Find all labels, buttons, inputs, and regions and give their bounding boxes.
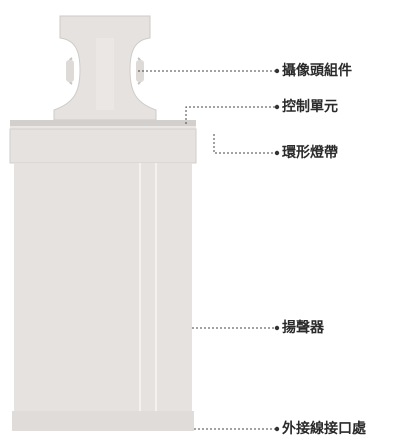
leader-dot-control <box>274 104 280 110</box>
label-light-ring: 環形燈帶 <box>282 145 338 161</box>
label-camera-assembly: 攝像頭組件 <box>282 63 352 79</box>
control-unit <box>10 120 196 126</box>
camera-assembly <box>53 15 157 121</box>
leader-dot-port <box>274 426 280 432</box>
leader-dot-light-ring <box>274 150 280 156</box>
leader-line-light-ring <box>213 134 276 154</box>
label-control-unit: 控制單元 <box>282 99 338 115</box>
control-unit-edge <box>10 126 196 129</box>
camera-lens-left-body <box>66 60 74 82</box>
leader-line-control <box>185 106 276 124</box>
camera-bracket-shade <box>96 38 114 110</box>
leader-dot-camera <box>274 68 280 74</box>
leader-lines <box>138 70 276 430</box>
port-base <box>12 411 194 431</box>
speaker-body <box>14 163 192 411</box>
label-speaker: 揚聲器 <box>282 320 324 336</box>
leader-dot-speaker <box>274 325 280 331</box>
leader-dots <box>274 68 280 432</box>
label-port: 外接線接口處 <box>282 421 366 437</box>
light-ring-band <box>9 128 197 164</box>
